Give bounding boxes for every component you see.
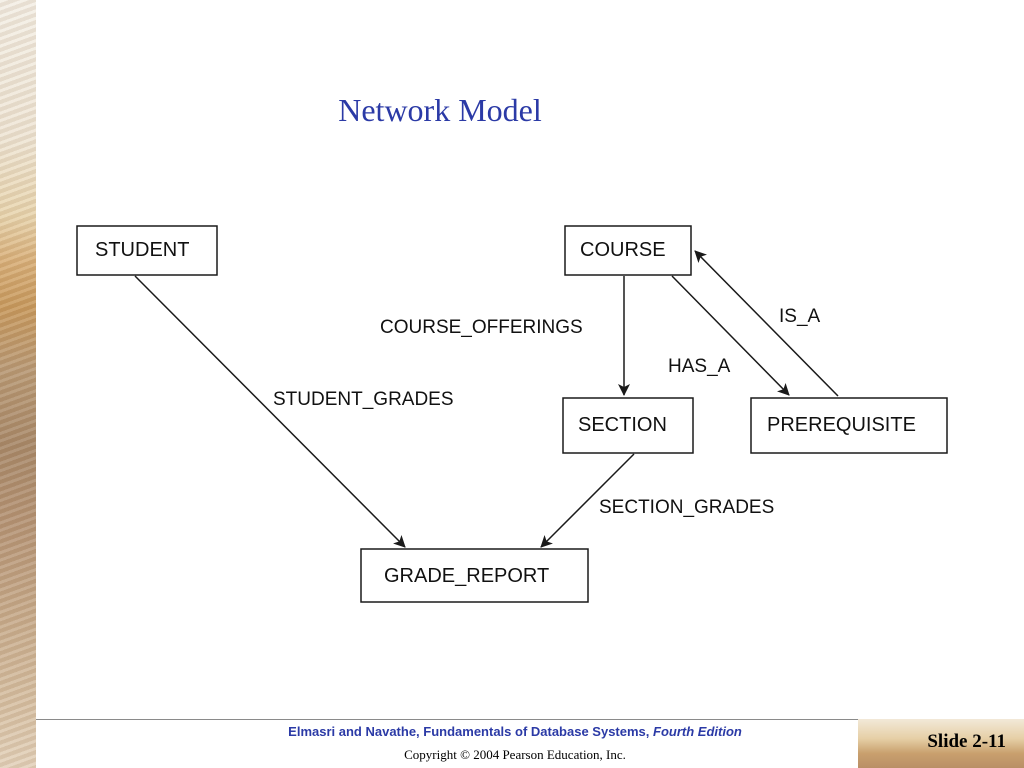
node-grade-report-label: GRADE_REPORT bbox=[384, 565, 549, 587]
node-course: COURSE bbox=[564, 225, 692, 276]
decorative-desert-strip bbox=[0, 0, 36, 768]
footer-copyright: Copyright © 2004 Pearson Education, Inc. bbox=[404, 747, 626, 762]
node-section-label: SECTION bbox=[578, 414, 667, 436]
node-grade-report: GRADE_REPORT bbox=[360, 548, 589, 603]
node-prerequisite-label: PREREQUISITE bbox=[767, 414, 916, 436]
edge-is-a bbox=[694, 250, 839, 397]
edge-has-a bbox=[671, 275, 790, 396]
node-student: STUDENT bbox=[76, 225, 218, 276]
label-section-grades: SECTION_GRADES bbox=[599, 497, 774, 518]
edge-section-grades bbox=[540, 453, 635, 548]
node-course-label: COURSE bbox=[580, 239, 666, 261]
label-has-a: HAS_A bbox=[668, 356, 731, 377]
node-student-label: STUDENT bbox=[95, 239, 189, 261]
label-is-a: IS_A bbox=[779, 306, 821, 327]
footer-edition: Fourth Edition bbox=[653, 724, 742, 739]
footer-citation: Elmasri and Navathe, Fundamentals of Dat… bbox=[36, 724, 994, 739]
edge-student-grades bbox=[134, 275, 406, 548]
node-prerequisite: PREREQUISITE bbox=[750, 397, 948, 454]
node-section: SECTION bbox=[562, 397, 694, 454]
footer-authors: Elmasri and Navathe, Fundamentals of Dat… bbox=[288, 724, 654, 739]
slide-number-badge: Slide 2-11 bbox=[858, 719, 1024, 768]
footer-divider bbox=[36, 719, 1024, 720]
label-course-offerings: COURSE_OFFERINGS bbox=[380, 317, 583, 338]
slide-number: Slide 2-11 bbox=[927, 731, 1006, 752]
label-student-grades: STUDENT_GRADES bbox=[273, 389, 454, 410]
slide-title: Network Model bbox=[338, 92, 542, 128]
